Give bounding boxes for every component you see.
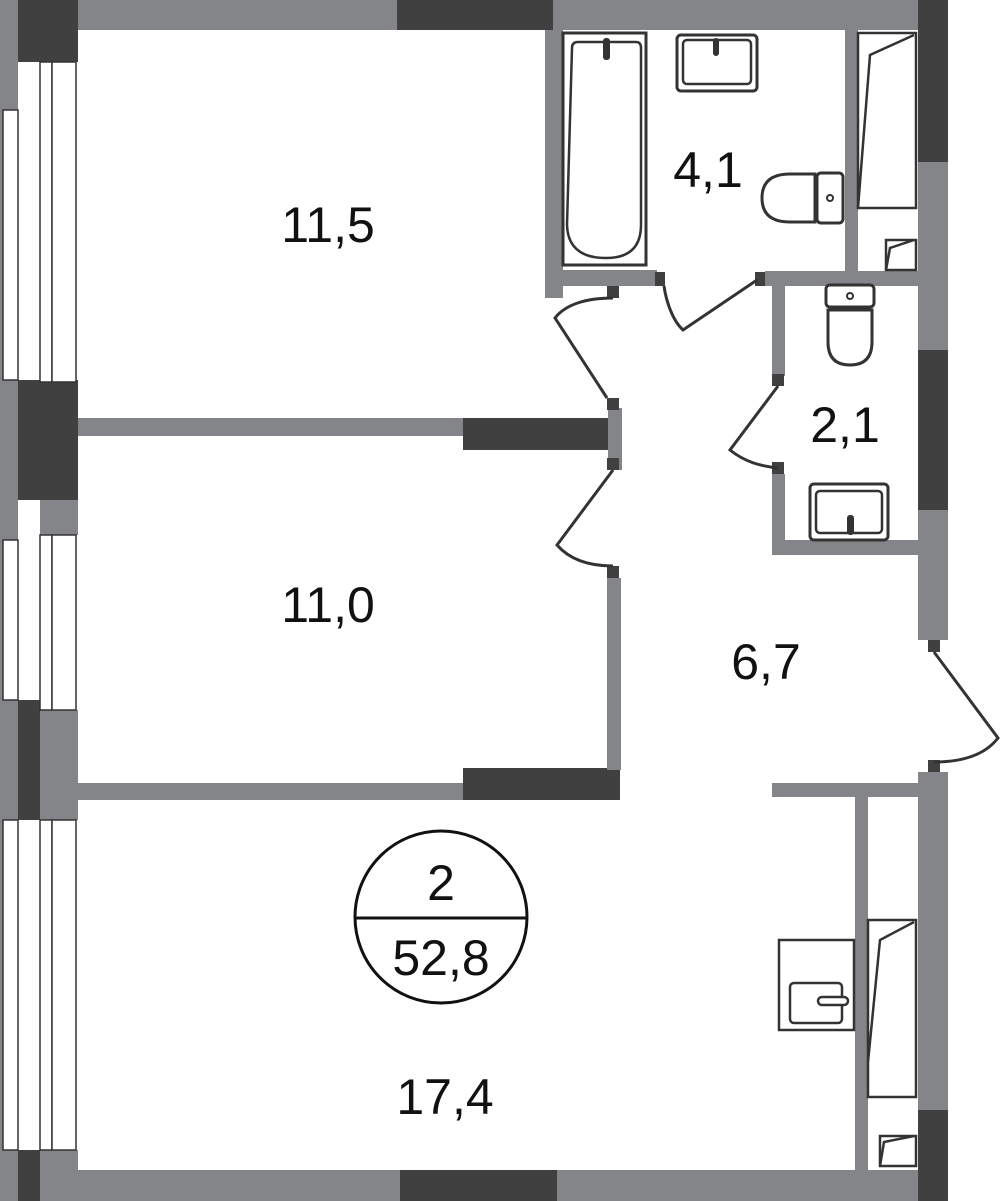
wall	[772, 474, 785, 554]
bathtub-icon	[561, 31, 648, 267]
window	[2, 61, 77, 383]
window	[2, 819, 77, 1151]
wall	[545, 270, 657, 286]
room-area-bedroom-2: 11,0	[281, 577, 375, 633]
bearing-wall	[400, 1170, 557, 1201]
wall	[918, 510, 948, 640]
wall	[40, 1150, 78, 1201]
wall	[772, 286, 785, 376]
bearing-wall	[463, 768, 620, 800]
wall	[855, 797, 868, 1170]
bearing-wall	[18, 0, 78, 62]
door-swing	[727, 385, 780, 470]
wall	[772, 540, 918, 555]
bearing-wall	[397, 0, 553, 30]
apartment-badge	[353, 829, 529, 1005]
entrance-door-swing	[932, 651, 1000, 764]
bearing-wall	[463, 418, 620, 450]
cabinet-icon	[866, 918, 918, 1168]
door-swing	[662, 278, 758, 332]
room-area-bedroom-1: 11,5	[281, 197, 375, 253]
sink-icon	[675, 33, 759, 93]
bearing-wall	[918, 1110, 948, 1201]
wall	[40, 500, 78, 535]
bearing-wall	[18, 1150, 40, 1201]
toilet-icon	[760, 171, 845, 225]
room-area-hallway: 6,7	[731, 634, 801, 690]
wall	[607, 578, 621, 770]
door-swing	[553, 296, 614, 399]
wall	[918, 162, 948, 350]
wall	[918, 772, 948, 1110]
water-heater-icon	[856, 31, 918, 272]
room-area-wc: 2,1	[810, 397, 880, 453]
wall	[40, 710, 78, 820]
bearing-wall	[18, 380, 78, 500]
wall	[765, 271, 918, 286]
room-area-bathroom: 4,1	[673, 142, 743, 198]
wall	[772, 783, 918, 797]
room-area-living-kitchen: 17,4	[396, 1069, 494, 1125]
wall	[78, 783, 468, 800]
wall	[78, 418, 468, 436]
kitchen-sink-icon	[777, 938, 856, 1032]
bearing-wall	[918, 350, 948, 510]
sink-icon	[808, 482, 890, 542]
rooms-count: 2	[427, 855, 455, 911]
wall	[545, 30, 563, 298]
bearing-wall	[918, 0, 948, 162]
toilet-icon	[824, 283, 876, 367]
total-area: 52,8	[392, 930, 490, 986]
window	[2, 534, 77, 711]
wall	[845, 30, 858, 271]
door-swing	[555, 469, 615, 568]
bearing-wall	[18, 700, 40, 820]
